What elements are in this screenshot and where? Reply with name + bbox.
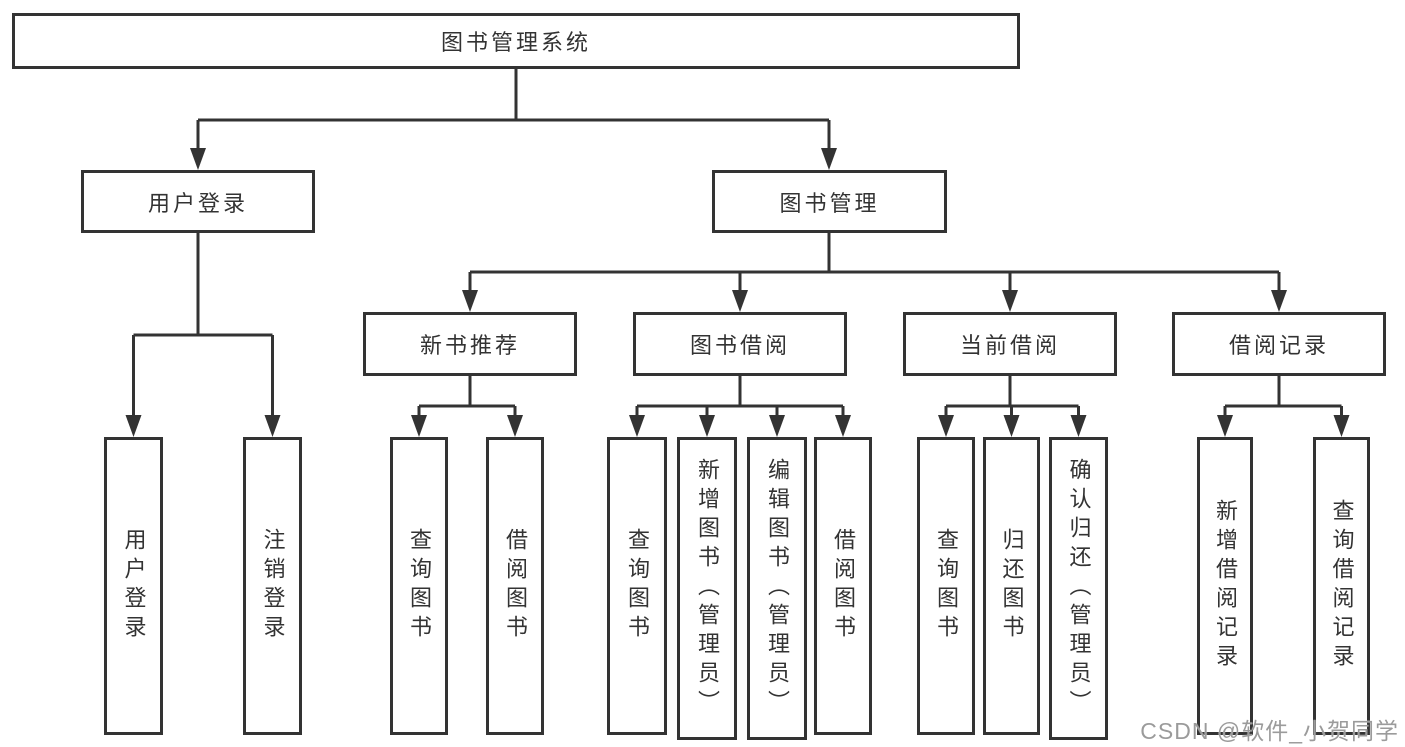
leaf-recommend-query-books-label: 查询图书 <box>407 528 432 644</box>
node-borrow-records-label: 借阅记录 <box>1228 333 1329 358</box>
leaf-borrow-edit-books-admin-label: 编辑图书（管理员） <box>765 458 790 719</box>
leaf-current-query-books-label: 查询图书 <box>934 528 959 644</box>
leaf-recommend-query-books: 查询图书 <box>390 437 448 735</box>
leaf-borrow-add-books-admin: 新增图书（管理员） <box>677 437 737 740</box>
leaf-user-login-label: 用户登录 <box>121 528 147 644</box>
leaf-recommend-borrow-books-label: 借阅图书 <box>503 528 528 644</box>
watermark-text: CSDN @软件_小贺同学 <box>1140 718 1399 744</box>
leaf-borrow-borrow-books: 借阅图书 <box>814 437 872 735</box>
leaf-records-add-record: 新增借阅记录 <box>1197 437 1253 735</box>
node-user-login: 用户登录 <box>81 170 315 233</box>
node-book-borrow-label: 图书借阅 <box>689 333 790 358</box>
arrowheads <box>125 148 1350 437</box>
node-new-book-recommend-label: 新书推荐 <box>419 333 520 358</box>
leaf-records-query-record: 查询借阅记录 <box>1313 437 1370 735</box>
leaf-borrow-query-books: 查询图书 <box>607 437 667 735</box>
leaf-user-login: 用户登录 <box>104 437 163 735</box>
leaf-recommend-borrow-books: 借阅图书 <box>486 437 544 735</box>
leaf-borrow-borrow-books-label: 借阅图书 <box>831 528 856 644</box>
node-new-book-recommend: 新书推荐 <box>363 312 577 376</box>
leaf-current-return-books: 归还图书 <box>983 437 1040 735</box>
leaf-records-add-record-label: 新增借阅记录 <box>1213 499 1238 673</box>
node-borrow-records: 借阅记录 <box>1172 312 1386 376</box>
leaf-current-query-books: 查询图书 <box>917 437 975 735</box>
node-root-label: 图书管理系统 <box>440 30 591 55</box>
leaf-current-confirm-return-admin: 确认归还（管理员） <box>1049 437 1108 740</box>
node-book-management-label: 图书管理 <box>779 190 880 216</box>
leaf-logout-label: 注销登录 <box>260 528 286 644</box>
leaf-current-confirm-return-admin-label: 确认归还（管理员） <box>1066 458 1092 719</box>
leaf-records-query-record-label: 查询借阅记录 <box>1329 499 1355 673</box>
leaf-logout: 注销登录 <box>243 437 302 735</box>
leaf-borrow-query-books-label: 查询图书 <box>625 528 650 644</box>
leaf-borrow-add-books-admin-label: 新增图书（管理员） <box>695 458 720 719</box>
node-current-borrow-label: 当前借阅 <box>959 333 1060 358</box>
leaf-current-return-books-label: 归还图书 <box>999 528 1025 644</box>
leaf-borrow-edit-books-admin: 编辑图书（管理员） <box>747 437 807 740</box>
node-current-borrow: 当前借阅 <box>903 312 1117 376</box>
node-user-login-label: 用户登录 <box>147 190 248 216</box>
node-book-management: 图书管理 <box>712 170 947 233</box>
node-root: 图书管理系统 <box>12 13 1020 69</box>
tree-edges <box>132 69 1343 419</box>
node-book-borrow: 图书借阅 <box>633 312 847 376</box>
